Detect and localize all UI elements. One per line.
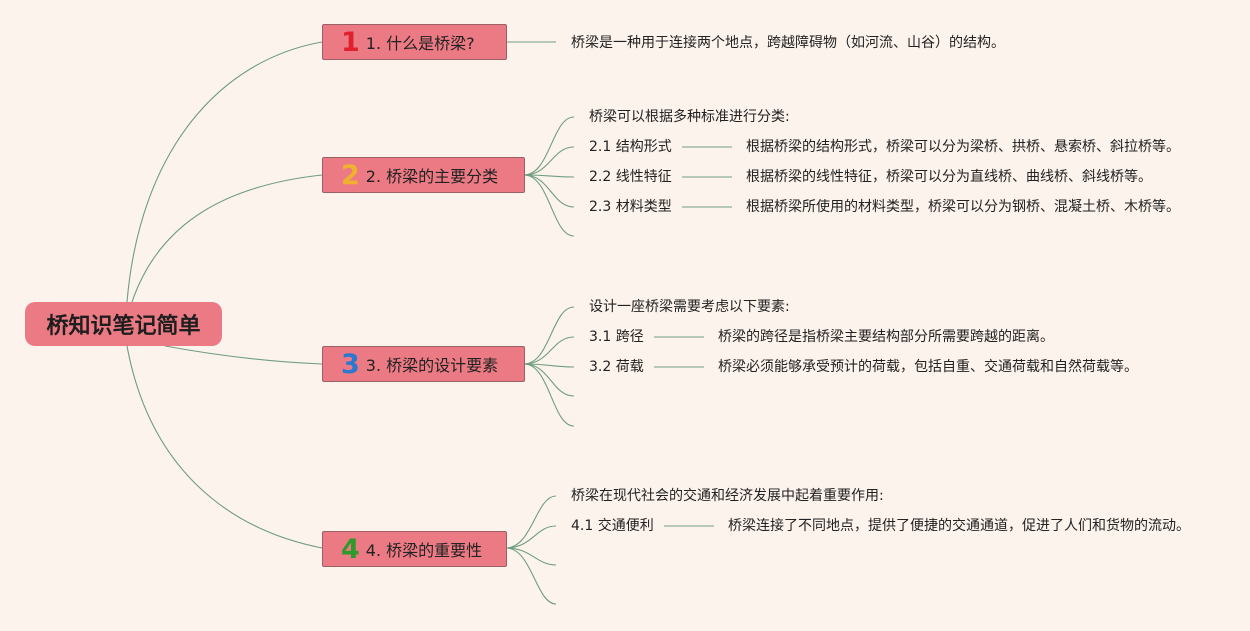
branch4-item1-label[interactable]: 4.1 交通便利	[571, 518, 654, 534]
topic-label: 1. 什么是桥梁?	[365, 34, 475, 53]
connector-topic4-intro	[505, 495, 557, 549]
connector-topic2-intro	[523, 116, 575, 176]
branch2-intro[interactable]: 桥梁可以根据多种标准进行分类:	[589, 109, 790, 125]
connector-topic4-item1	[505, 525, 557, 549]
root-label: 桥知识笔记简单	[46, 314, 201, 339]
connector-root-topic4	[126, 345, 323, 549]
branch2-item1-desc[interactable]: 根据桥梁的结构形式，桥梁可以分为梁桥、拱桥、悬索桥、斜拉桥等。	[746, 139, 1180, 155]
connector-topic3-empty2	[523, 363, 575, 427]
number-3-icon: 3	[341, 348, 360, 380]
topic-label: 4. 桥梁的重要性	[365, 541, 483, 560]
root-node[interactable]: 桥知识笔记简单	[25, 302, 222, 346]
branch4-item1-desc[interactable]: 桥梁连接了不同地点，提供了便捷的交通通道，促进了人们和货物的流动。	[728, 518, 1190, 534]
branch3-intro[interactable]: 设计一座桥梁需要考虑以下要素:	[589, 299, 790, 315]
branch2-item3-desc[interactable]: 根据桥梁所使用的材料类型，桥梁可以分为钢桥、混凝土桥、木桥等。	[746, 199, 1180, 215]
connector-topic2-empty	[523, 174, 575, 237]
connector-topic4-empty1	[505, 547, 557, 566]
topic-label: 2. 桥梁的主要分类	[365, 167, 499, 186]
branch3-item2-label[interactable]: 3.2 荷载	[589, 359, 644, 375]
branch3-item2-desc[interactable]: 桥梁必须能够承受预计的荷载，包括自重、交通荷载和自然荷载等。	[718, 359, 1138, 375]
connector-topic3-item1	[523, 336, 575, 365]
topic-design-elements[interactable]: 3 3. 桥梁的设计要素	[322, 346, 525, 382]
number-4-icon: 4	[341, 533, 360, 565]
topic-importance[interactable]: 4 4. 桥梁的重要性	[322, 531, 507, 567]
topic-classification[interactable]: 2 2. 桥梁的主要分类	[322, 157, 525, 193]
connector-root-topic3	[164, 345, 323, 365]
branch3-item1-desc[interactable]: 桥梁的跨径是指桥梁主要结构部分所需要跨越的距离。	[718, 329, 1054, 345]
branch2-item2-label[interactable]: 2.2 线性特征	[589, 169, 672, 185]
connector-root-topic1	[126, 41, 323, 303]
connector-root-topic2	[131, 174, 323, 303]
topic-label: 3. 桥梁的设计要素	[365, 356, 499, 375]
branch2-item3-label[interactable]: 2.3 材料类型	[589, 199, 672, 215]
branch2-item2-desc[interactable]: 根据桥梁的线性特征，桥梁可以分为直线桥、曲线桥、斜线桥等。	[746, 169, 1152, 185]
number-2-icon: 2	[341, 159, 360, 191]
branch1-desc[interactable]: 桥梁是一种用于连接两个地点，跨越障碍物（如河流、山谷）的结构。	[571, 35, 1005, 51]
connector-topic4-empty2	[505, 547, 557, 605]
topic-what-is-bridge[interactable]: 1 1. 什么是桥梁?	[322, 24, 507, 60]
branch2-item1-label[interactable]: 2.1 结构形式	[589, 139, 672, 155]
number-1-icon: 1	[341, 26, 360, 58]
branch4-intro[interactable]: 桥梁在现代社会的交通和经济发展中起着重要作用:	[571, 488, 884, 504]
branch3-item1-label[interactable]: 3.1 跨径	[589, 329, 644, 345]
connector-topic3-intro	[523, 306, 575, 365]
connector-topic2-item1	[523, 146, 575, 176]
